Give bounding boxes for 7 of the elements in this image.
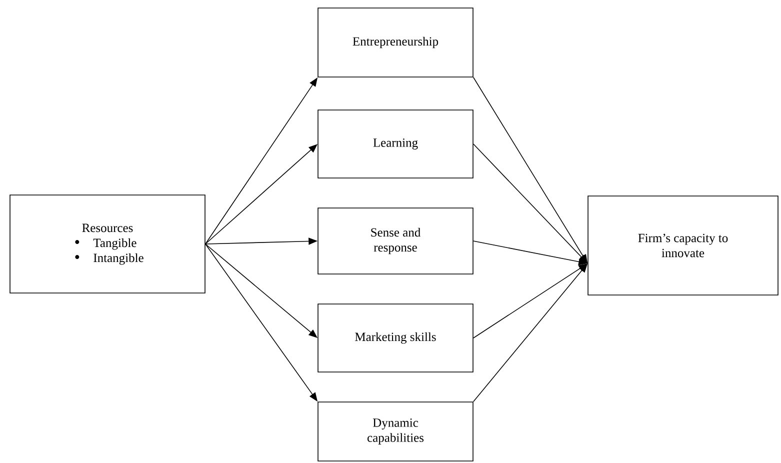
process-box: Learning bbox=[318, 110, 474, 178]
input-box: Resources Tangible Intangible bbox=[10, 194, 206, 294]
process-box: Dynamic capabilities bbox=[318, 402, 474, 462]
process-box: Sense and response bbox=[318, 208, 474, 274]
process-box: Entrepreneurship bbox=[318, 8, 474, 78]
output-box: Firm’s capacity to innovate bbox=[588, 196, 778, 296]
process-box: Marketing skills bbox=[318, 304, 474, 372]
